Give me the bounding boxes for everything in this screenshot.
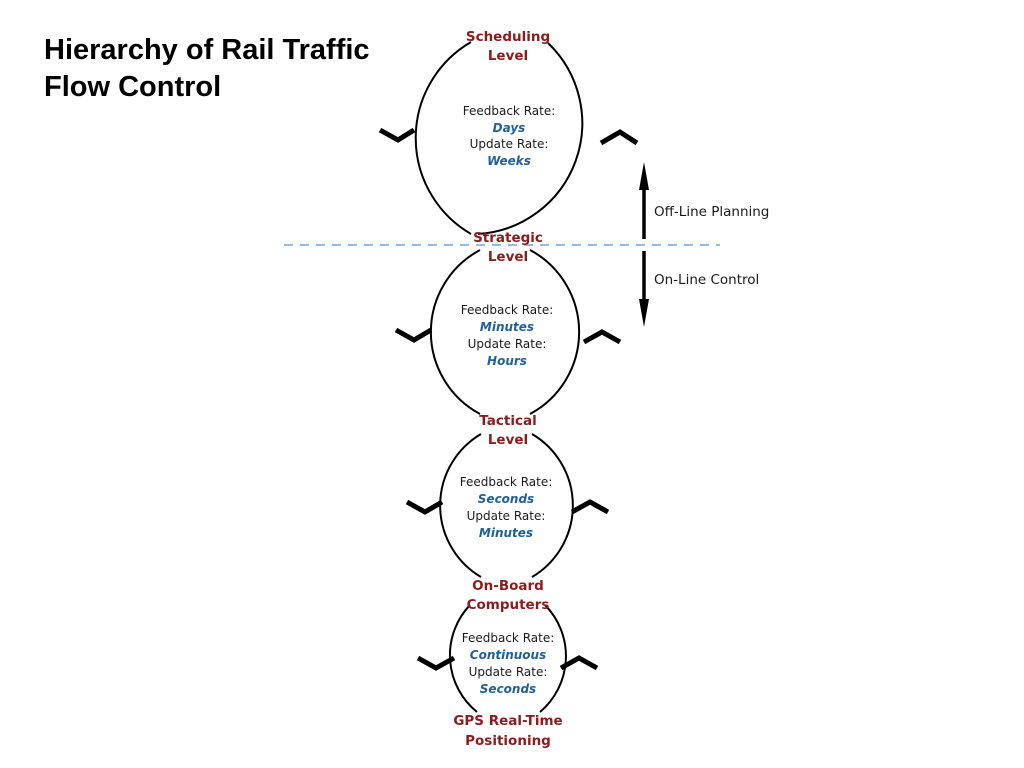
loop-3-update-label: Update Rate: xyxy=(467,509,546,523)
level-scheduling-line-1: Scheduling xyxy=(466,29,550,45)
on-line-control-indicator: On-Line Control xyxy=(639,251,759,327)
loop-1-feedback-value: Days xyxy=(493,121,526,135)
loop-4-update-value: Seconds xyxy=(480,682,536,696)
level-gps-positioning: GPS Real-Time Positioning xyxy=(453,713,562,749)
level-on-board-line-1: On-Board xyxy=(472,578,544,594)
loop-1-update-label: Update Rate: xyxy=(470,137,549,151)
loop-3-update-value: Minutes xyxy=(479,526,533,540)
loop-2-feedback-value: Minutes xyxy=(480,320,534,334)
level-strategic: Strategic Level xyxy=(473,230,543,265)
feedback-loop-1: Feedback Rate: Days Update Rate: Weeks xyxy=(378,41,639,235)
feedback-loop-2: Feedback Rate: Minutes Update Rate: Hour… xyxy=(394,249,622,415)
down-arrow-icon xyxy=(639,299,649,327)
loop-1-update-value: Weeks xyxy=(487,154,531,168)
loop-3-feedback-value: Seconds xyxy=(478,492,534,506)
loop-4-feedback-value: Continuous xyxy=(470,648,546,662)
level-gps-line-1: GPS Real-Time xyxy=(453,713,562,729)
level-on-board-line-2: Computers xyxy=(467,597,550,613)
loop-4-upward-arrow-icon xyxy=(559,655,599,671)
loop-3-downward-arrow-icon xyxy=(405,499,444,515)
loop-3-upward-arrow-icon xyxy=(570,499,610,515)
loop-2-update-label: Update Rate: xyxy=(468,337,547,351)
slide-title-line-2: Flow Control xyxy=(44,71,222,103)
off-line-planning-label: Off-Line Planning xyxy=(654,204,769,220)
loop-4-downward-arrow-icon xyxy=(416,655,456,671)
loop-2-upward-arrow-icon xyxy=(582,329,622,345)
level-gps-line-2: Positioning xyxy=(465,733,551,749)
level-tactical-line-1: Tactical xyxy=(479,413,536,429)
on-line-control-label: On-Line Control xyxy=(654,272,759,288)
loop-1-downward-arrow-icon xyxy=(378,127,416,143)
loop-4-feedback-label: Feedback Rate: xyxy=(462,631,555,645)
feedback-loop-3: Feedback Rate: Seconds Update Rate: Minu… xyxy=(405,433,610,578)
level-tactical: Tactical Level xyxy=(479,413,536,448)
loop-1-circle xyxy=(414,41,584,235)
loop-2-update-value: Hours xyxy=(487,354,527,368)
off-line-planning-indicator: Off-Line Planning xyxy=(639,162,769,239)
loop-2-feedback-label: Feedback Rate: xyxy=(461,303,554,317)
level-scheduling: Scheduling Level xyxy=(466,29,550,64)
up-arrow-icon xyxy=(639,162,649,190)
level-strategic-line-2: Level xyxy=(488,249,528,265)
level-on-board-computers: On-Board Computers xyxy=(467,578,550,613)
level-strategic-line-1: Strategic xyxy=(473,230,543,246)
level-scheduling-line-2: Level xyxy=(488,48,528,64)
loop-4-update-label: Update Rate: xyxy=(469,665,548,679)
slide-title: Hierarchy of Rail Traffic Flow Control xyxy=(44,32,370,106)
loop-1-feedback-label: Feedback Rate: xyxy=(463,104,556,118)
slide-title-line-1: Hierarchy of Rail Traffic xyxy=(44,34,370,66)
loop-1-upward-arrow-icon xyxy=(599,129,639,146)
loop-2-downward-arrow-icon xyxy=(394,327,433,343)
level-tactical-line-2: Level xyxy=(488,432,528,448)
feedback-loop-4: Feedback Rate: Continuous Update Rate: S… xyxy=(416,604,599,713)
loop-3-feedback-label: Feedback Rate: xyxy=(460,475,553,489)
